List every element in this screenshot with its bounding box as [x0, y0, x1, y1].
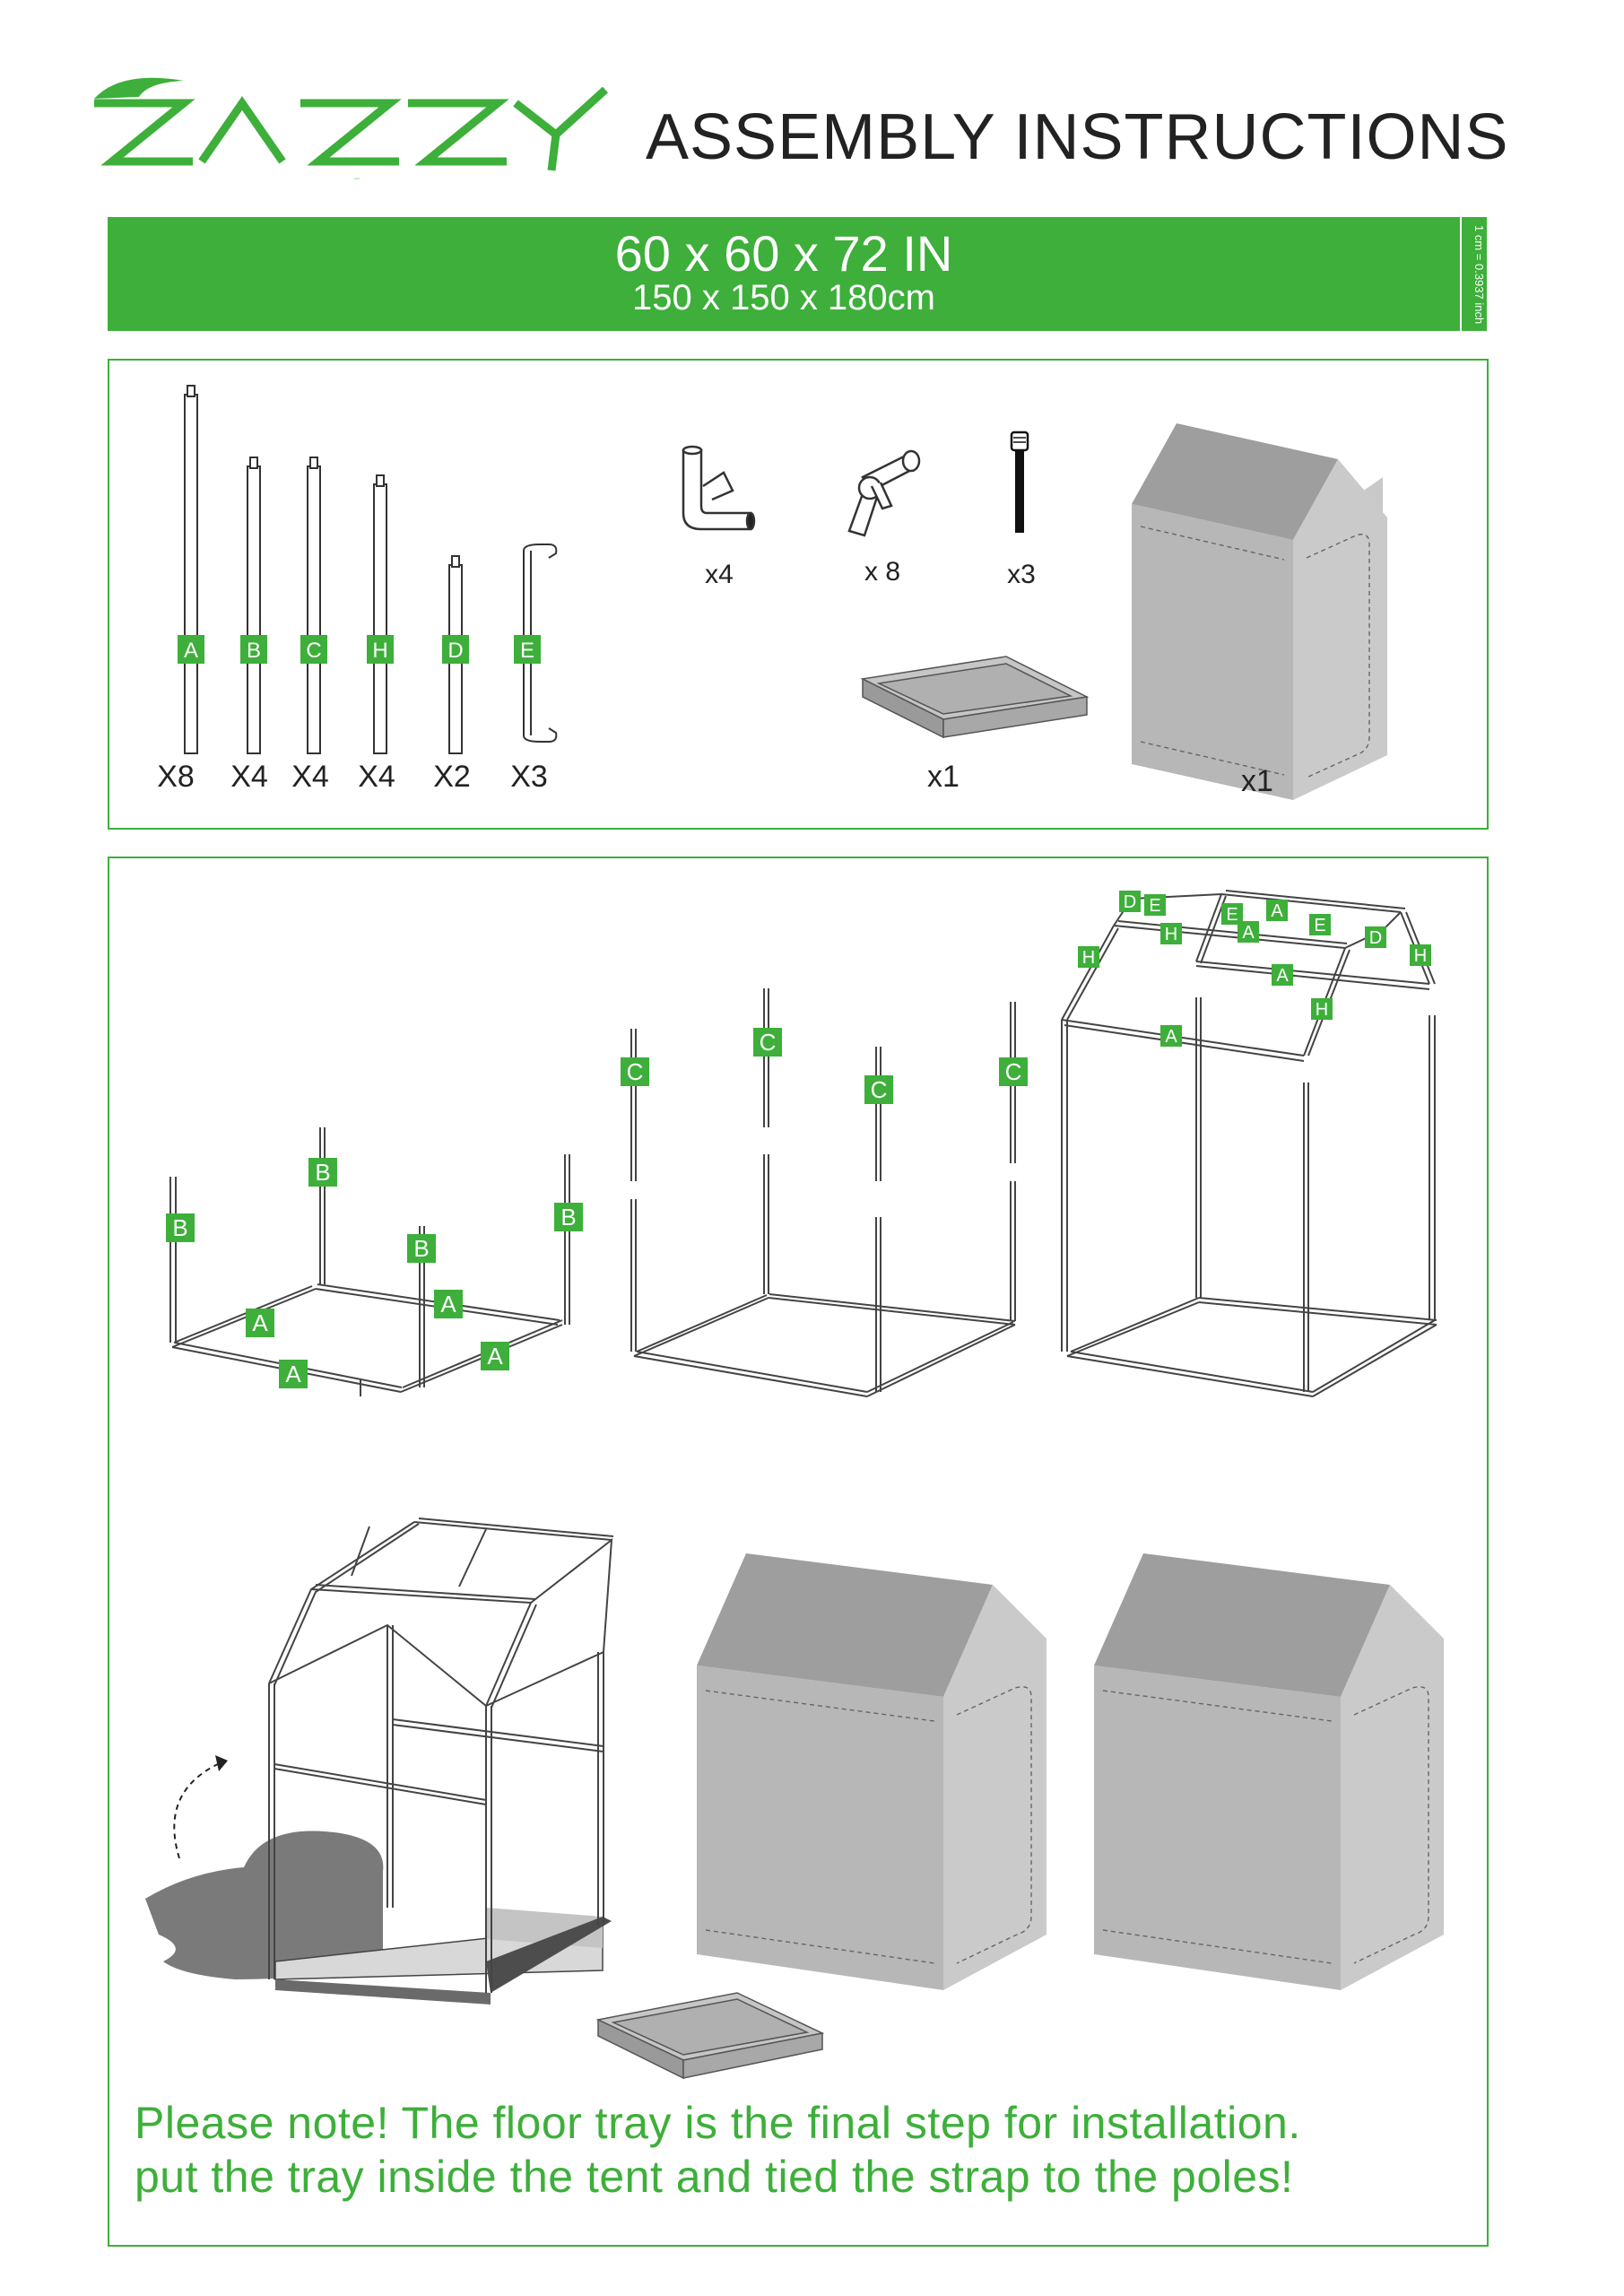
curved-arrow-icon	[173, 1761, 222, 1859]
conversion-note: 1 cm = 0.3937 inch	[1472, 224, 1486, 325]
step1-label-b-4: B	[560, 1204, 576, 1231]
pole-label-b: B	[247, 639, 261, 663]
qty-pole-c: X4	[291, 760, 329, 794]
pole-label-h: H	[372, 639, 387, 663]
step3-label-a-1: A	[1271, 901, 1283, 921]
install-note-line-2: put the tray inside the tent and tied th…	[135, 2152, 1294, 2202]
qty-elbow-connector: x4	[705, 560, 734, 589]
pole-b-icon	[247, 465, 261, 754]
step-4-frame	[268, 1518, 614, 1993]
step1-label-b-3: B	[413, 1235, 429, 1262]
dimensions-inches: 60 x 60 x 72 IN	[614, 225, 953, 282]
step-2-walls-frame	[630, 988, 1016, 1397]
qty-tray: x1	[927, 760, 960, 794]
step-6-tent	[1094, 1553, 1444, 1990]
qty-angle-connector: x 8	[864, 557, 900, 587]
parts-illustration: A B C H D E X8 X4 X4 X4 X2 X3	[157, 385, 1387, 800]
step2-label-c-2: C	[760, 1029, 777, 1056]
pole-label-a: A	[184, 639, 198, 663]
step3-label-h-2: H	[1082, 948, 1095, 968]
brand-logo: ZAZZY	[85, 72, 623, 188]
pole-h-icon	[373, 483, 387, 754]
step3-label-d-2: D	[1369, 928, 1382, 948]
step3-label-e-3: E	[1314, 916, 1325, 935]
install-note-line-1: Please note! The floor tray is the final…	[135, 2098, 1301, 2148]
dimensions-cm: 150 x 150 x 180cm	[632, 278, 935, 317]
step1-label-a-4: A	[487, 1343, 503, 1370]
step-3-roof-frame	[1061, 890, 1437, 1397]
conversion-strip	[1462, 217, 1487, 331]
floor-tray-icon	[860, 656, 1090, 739]
step3-label-a-4: A	[1165, 1027, 1177, 1047]
qty-strap: x3	[1007, 560, 1036, 589]
pole-label-c: C	[306, 639, 321, 663]
step1-label-b-1: B	[172, 1214, 187, 1241]
step-4-cover-install	[145, 1831, 612, 2005]
pole-label-e: E	[520, 639, 534, 663]
strap-icon	[1010, 430, 1029, 533]
step1-label-a-2: A	[440, 1291, 456, 1318]
qty-pole-b: X4	[230, 760, 268, 794]
step3-label-h-3: H	[1414, 946, 1427, 966]
step2-label-c-3: C	[871, 1076, 888, 1103]
grow-tent-icon	[1132, 423, 1387, 800]
assembly-steps-panel: B B B B A A A A C C C C	[108, 857, 1489, 2247]
qty-tent: x1	[1241, 764, 1273, 798]
step3-label-h-4: H	[1316, 1000, 1328, 1020]
pole-a-icon	[184, 394, 198, 754]
step3-label-h-1: H	[1165, 925, 1177, 944]
qty-pole-d: X2	[433, 760, 471, 794]
step-4-floor-tray	[595, 1992, 825, 2080]
step-5-tent	[697, 1553, 1046, 1990]
step-1-base-frame	[169, 1127, 570, 1396]
step3-label-a-2: A	[1242, 923, 1255, 943]
qty-pole-e: X3	[510, 760, 548, 794]
document-title: ASSEMBLY INSTRUCTIONS	[646, 101, 1509, 173]
step2-label-c-4: C	[1005, 1058, 1022, 1085]
size-banner	[108, 217, 1460, 331]
step3-label-a-3: A	[1276, 966, 1289, 986]
step1-label-a-3: A	[285, 1361, 301, 1387]
steps-illustration: B B B B A A A A C C C C	[145, 890, 1444, 2080]
step2-label-c-1: C	[627, 1058, 644, 1085]
brand-name: ZAZZY	[354, 178, 360, 180]
parts-list-panel: A B C H D E X8 X4 X4 X4 X2 X3	[108, 359, 1489, 830]
qty-pole-h: X4	[358, 760, 395, 794]
pole-label-d: D	[447, 639, 463, 663]
step3-label-d-1: D	[1124, 892, 1136, 912]
pole-c-icon	[307, 465, 321, 754]
elbow-connector-icon	[682, 445, 756, 531]
step1-label-b-2: B	[315, 1159, 330, 1186]
angle-connector-icon	[847, 449, 921, 537]
step3-label-e-1: E	[1149, 896, 1160, 916]
step1-label-a-1: A	[252, 1309, 268, 1336]
step3-label-e-2: E	[1226, 905, 1238, 925]
qty-pole-a: X8	[157, 760, 195, 794]
